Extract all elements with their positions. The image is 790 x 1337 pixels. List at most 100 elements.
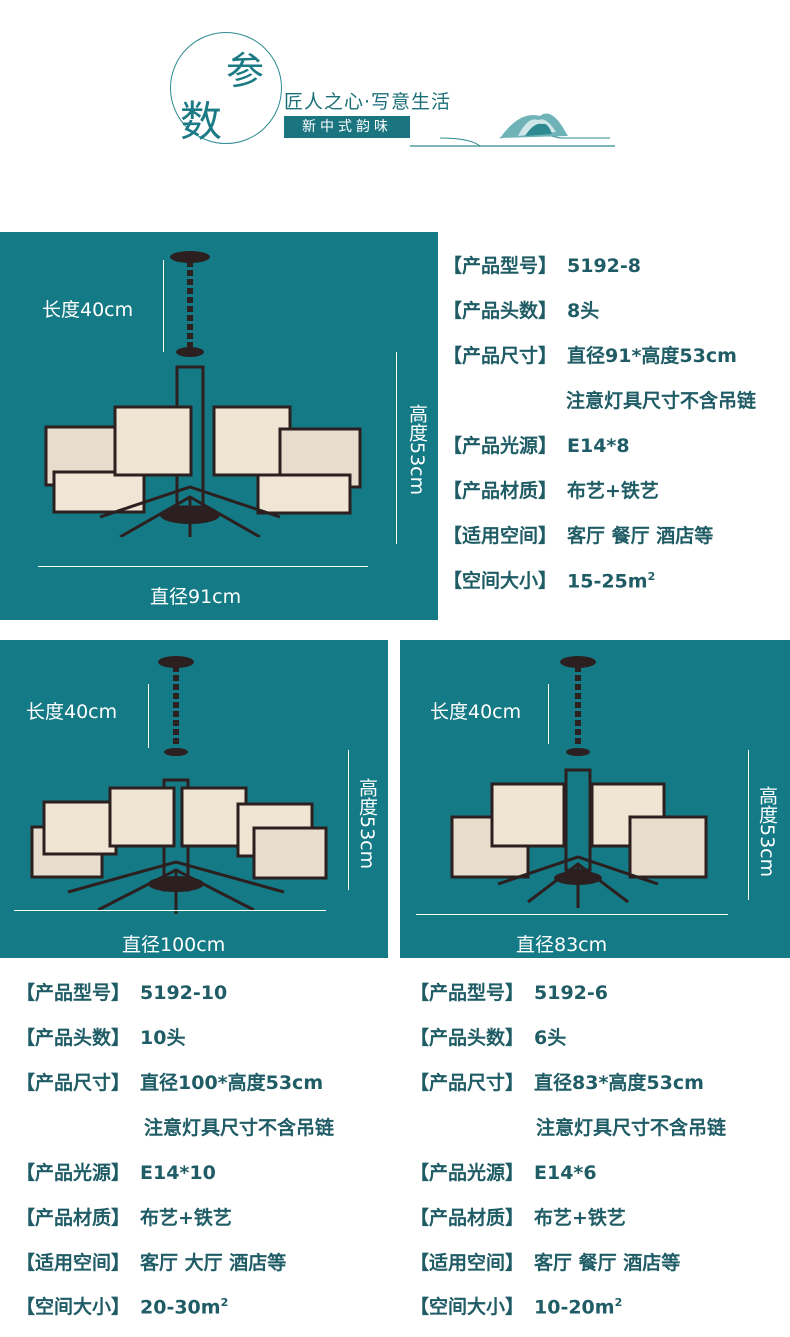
header-char-1: 参 [226,49,265,93]
spec-row-size: 【产品尺寸】直径83*高度53cm [410,1068,704,1095]
length-label: 长度40cm [430,701,522,723]
height-label: 高度53cm [406,404,428,496]
spec-row-material: 【产品材质】布艺+铁艺 [410,1203,626,1230]
spec-note: 注意灯具尺寸不含吊链 [144,1117,335,1139]
header-char-2: 数 [180,97,223,146]
diameter-label: 直径83cm [516,934,608,956]
spec-label: 【产品头数】 [443,300,558,322]
diameter-label: 直径100cm [122,934,226,956]
area-value: 20-30m [140,1296,221,1318]
spec-row-light: 【产品光源】 E14*10 [16,1158,216,1185]
spec-label: 【产品光源】 [16,1162,131,1184]
height-dimension-line [748,750,749,900]
mountain-ornament-icon [410,113,615,147]
spec-value: 5192-10 [140,982,228,1004]
spec-row-area: 【空间大小】 15-25m2 [443,566,655,593]
area-superscript: 2 [614,1295,623,1309]
product-image-panel-3: 长度40cm 高度53cm 直径83cm [400,640,790,958]
product-image-panel-1: 长度40cm 高度53cm 直径91cm [0,232,438,620]
length-label: 长度40cm [26,701,118,723]
spec-value: 直径83*高度53cm [534,1072,704,1094]
height-dimension-line [396,352,397,544]
spec-label: 【产品光源】 [443,435,558,457]
height-label: 高度53cm [756,786,778,878]
spec-row-space: 【适用空间】客厅 大厅 酒店等 [16,1248,286,1275]
spec-value: E14*8 [567,435,630,457]
spec-label: 【产品头数】 [16,1027,131,1049]
spec-row-space: 【适用空间】客厅 餐厅 酒店等 [410,1248,680,1275]
spec-value: 直径100*高度53cm [140,1072,324,1094]
spec-value: E14*6 [534,1162,597,1184]
area-value: 15-25m [567,570,648,592]
height-label: 高度53cm [356,778,378,870]
spec-label: 【产品材质】 [443,480,558,502]
spec-row-material: 【产品材质】布艺+铁艺 [16,1203,232,1230]
spec-row-heads: 【产品头数】 8头 [443,296,599,323]
spec-value: 直径91*高度53cm [567,345,737,367]
spec-label: 【产品材质】 [16,1207,131,1229]
spec-row-area: 【空间大小】20-30m2 [16,1292,228,1319]
length-dimension-line [148,684,149,748]
spec-label: 【空间大小】 [410,1296,525,1318]
chandelier-10-illustration [30,656,328,914]
spec-label: 【适用空间】 [410,1252,525,1274]
length-dimension-line [163,260,164,352]
spec-label: 【产品头数】 [410,1027,525,1049]
spec-label: 【产品尺寸】 [410,1072,525,1094]
spec-label: 【产品型号】 [443,255,558,277]
product-image-panel-2: 长度40cm 高度53cm 直径100cm [0,640,388,958]
diameter-label: 直径91cm [150,586,242,608]
spec-label: 【产品尺寸】 [443,345,558,367]
spec-note: 注意灯具尺寸不含吊链 [566,390,757,412]
spec-value: 客厅 餐厅 酒店等 [534,1252,681,1274]
spec-row-material: 【产品材质】布艺+铁艺 [443,476,659,503]
height-dimension-line [348,750,349,890]
spec-value: 8头 [567,300,600,322]
spec-value: 20-30m2 [140,1296,228,1318]
spec-label: 【适用空间】 [443,525,558,547]
spec-value: E14*10 [140,1162,216,1184]
spec-note: 注意灯具尺寸不含吊链 [536,1117,727,1139]
spec-row-model: 【产品型号】 5192-6 [410,978,608,1005]
spec-row-light: 【产品光源】 E14*6 [410,1158,597,1185]
spec-value: 10头 [140,1027,186,1049]
spec-row-size: 【产品尺寸】直径91*高度53cm [443,341,737,368]
spec-value: 布艺+铁艺 [534,1207,626,1229]
spec-label: 【空间大小】 [443,570,558,592]
spec-row-model: 【产品型号】 5192-10 [16,978,227,1005]
diameter-dimension-line [38,566,368,567]
spec-row-light: 【产品光源】 E14*8 [443,431,630,458]
spec-value: 10-20m2 [534,1296,622,1318]
spec-value: 布艺+铁艺 [567,480,659,502]
spec-value: 5192-8 [567,255,642,277]
spec-label: 【产品光源】 [410,1162,525,1184]
spec-row-area: 【空间大小】 10-20m2 [410,1292,622,1319]
spec-row-heads: 【产品头数】 6头 [410,1023,566,1050]
area-superscript: 2 [647,569,656,583]
spec-label: 【产品尺寸】 [16,1072,131,1094]
spec-value: 客厅 餐厅 酒店等 [567,525,714,547]
chandelier-6-illustration [450,656,708,908]
spec-value: 布艺+铁艺 [140,1207,232,1229]
spec-label: 【产品材质】 [410,1207,525,1229]
spec-value: 客厅 大厅 酒店等 [140,1252,287,1274]
area-value: 10-20m [534,1296,615,1318]
spec-value: 5192-6 [534,982,609,1004]
spec-row-heads: 【产品头数】 10头 [16,1023,185,1050]
chandelier-8-illustration [44,251,362,537]
length-dimension-line [548,684,549,744]
spec-label: 【适用空间】 [16,1252,131,1274]
spec-label: 【产品型号】 [410,982,525,1004]
spec-label: 【产品型号】 [16,982,131,1004]
diameter-dimension-line [416,914,728,915]
spec-value: 6头 [534,1027,567,1049]
spec-row-space: 【适用空间】客厅 餐厅 酒店等 [443,521,713,548]
header-slogan: 匠人之心·写意生活 [284,91,452,113]
diameter-dimension-line [14,910,326,911]
area-superscript: 2 [220,1295,229,1309]
length-label: 长度40cm [42,299,134,321]
header-circle [170,32,282,144]
header-tag: 新中式韵味 [284,116,410,138]
spec-row-model: 【产品型号】 5192-8 [443,251,641,278]
spec-value: 15-25m2 [567,570,655,592]
